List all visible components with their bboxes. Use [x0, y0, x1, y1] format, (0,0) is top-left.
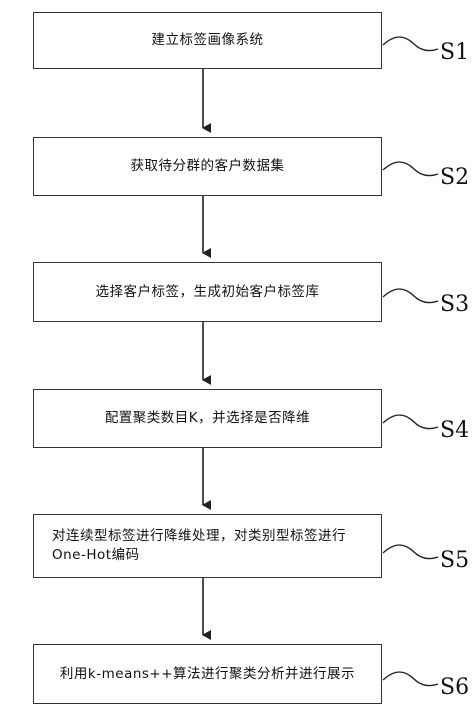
step-box-s2: 获取待分群的客户数据集 [33, 137, 382, 196]
step-label-s6: S6 [440, 675, 470, 700]
leader-line-s5 [382, 544, 439, 560]
step-text-s4: 配置聚类数目K，并选择是否降维 [104, 410, 311, 426]
step-label-s2: S2 [440, 165, 470, 190]
step-text-s6: 利用k-means++算法进行聚类分析并进行展示 [59, 665, 356, 682]
step-box-s6: 利用k-means++算法进行聚类分析并进行展示 [33, 644, 382, 704]
step-label-s1: S1 [440, 40, 470, 65]
leader-line-s3 [382, 288, 439, 304]
leader-line-s6 [382, 671, 439, 687]
step-box-s5: 对连续型标签进行降维处理，对类别型标签进行One-Hot编码 [33, 514, 382, 578]
step-text-s3: 选择客户标签，生成初始客户标签库 [95, 283, 320, 300]
step-box-s3: 选择客户标签，生成初始客户标签库 [33, 262, 382, 322]
step-label-s4: S4 [440, 418, 470, 443]
leader-line-s4 [382, 414, 439, 430]
leader-line-s1 [382, 36, 439, 52]
leader-line-s2 [382, 161, 439, 177]
step-box-s4: 配置聚类数目K，并选择是否降维 [33, 389, 382, 448]
step-text-s2: 获取待分群的客户数据集 [130, 158, 285, 174]
step-label-s5: S5 [440, 548, 470, 573]
step-label-s3: S3 [440, 292, 470, 317]
step-text-s5: 对连续型标签进行降维处理，对类别型标签进行One-Hot编码 [52, 528, 346, 563]
step-text-s1: 建立标签画像系统 [151, 32, 264, 48]
step-box-s1: 建立标签画像系统 [33, 12, 382, 69]
